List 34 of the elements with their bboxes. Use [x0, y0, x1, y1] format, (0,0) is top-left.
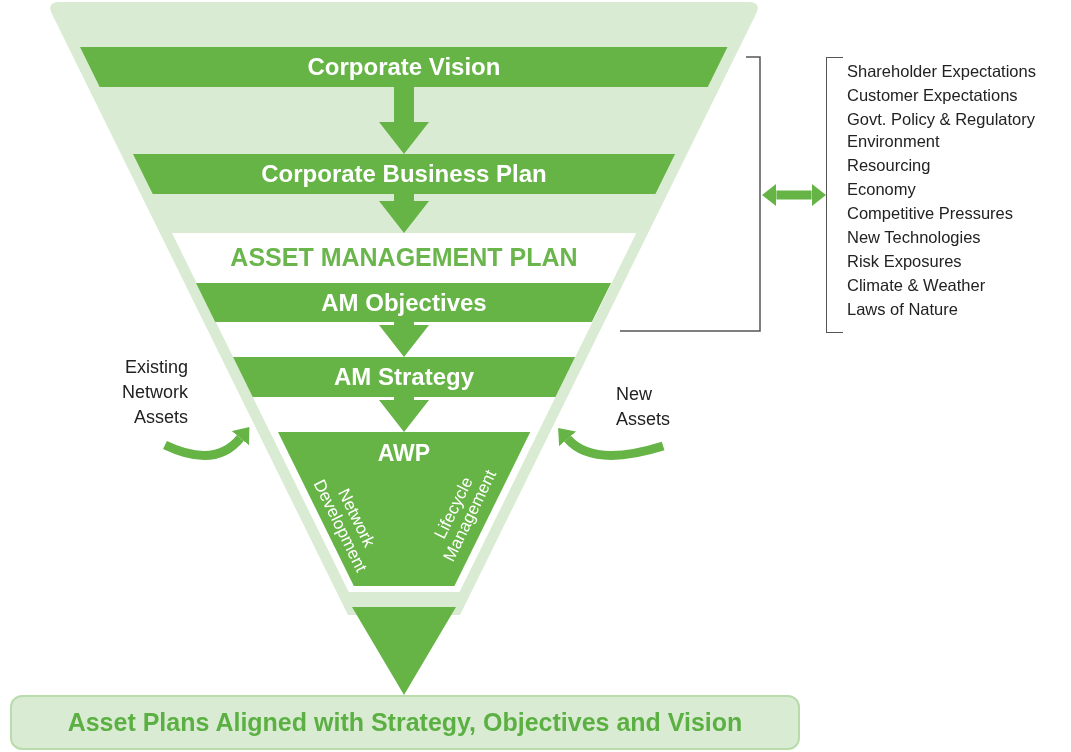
- section-heading: ASSET MANAGEMENT PLAN: [229, 243, 579, 272]
- block-arrow: [379, 397, 429, 432]
- list-item: Laws of Nature: [847, 299, 959, 321]
- bracket: [618, 55, 762, 333]
- list-item: New Technologies: [847, 227, 982, 249]
- block-arrow: [379, 87, 429, 154]
- band-title: Corporate Business Plan: [260, 159, 548, 189]
- triangle-shape: [352, 607, 456, 695]
- list-item: Resourcing: [847, 154, 932, 176]
- trapezoid-band: [80, 47, 728, 87]
- trapezoid-band: [232, 357, 576, 397]
- band-title: Corporate Vision: [306, 52, 502, 82]
- trapezoid-band: [196, 283, 612, 322]
- trapezoid-band: [132, 154, 676, 194]
- band-title: AM Strategy: [332, 362, 475, 392]
- list-item: Govt. Policy & Regulatory Environment: [847, 109, 1036, 152]
- band-title: AWP: [376, 440, 432, 467]
- double-arrow: [762, 183, 826, 207]
- list-item: Customer Expectations: [847, 85, 1019, 107]
- trapezoid-band: [277, 432, 531, 586]
- list-item: Shareholder Expectations: [847, 61, 1037, 82]
- box-title: Asset Plans Aligned with Strategy, Objectives and Vision: [66, 707, 744, 738]
- band-title: AM Objectives: [320, 287, 488, 318]
- list-item: Climate & Weather: [847, 275, 987, 297]
- block-arrow: [379, 194, 429, 233]
- curved-arrow: [557, 428, 665, 460]
- side-label: Existing Network Assets: [121, 356, 188, 429]
- list-item: Economy: [847, 178, 917, 200]
- block-arrow: [379, 322, 429, 357]
- side-label: New Assets: [616, 383, 672, 431]
- list-item: Competitive Pressures: [847, 202, 1014, 224]
- list-item: Risk Exposures: [847, 251, 963, 273]
- curved-arrow: [163, 427, 251, 460]
- result-box: [10, 695, 800, 750]
